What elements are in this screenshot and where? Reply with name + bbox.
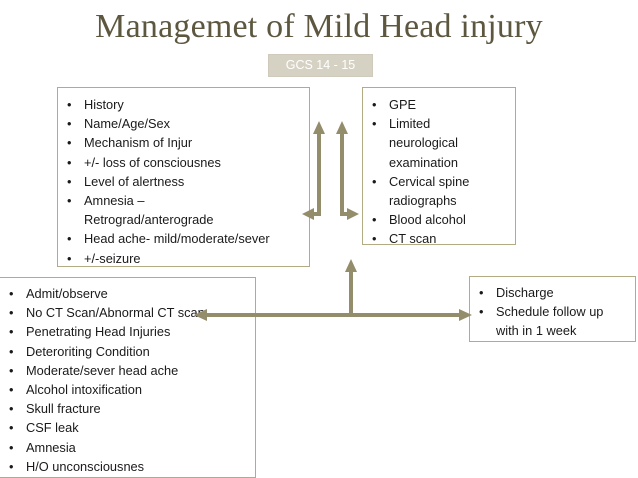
connector-decision-up-icon bbox=[345, 259, 357, 314]
bullet-icon: • bbox=[479, 304, 484, 320]
list-item: • +/- loss of consciousnes bbox=[58, 153, 307, 172]
list-item: • History bbox=[58, 95, 307, 114]
bullet-icon: • bbox=[67, 193, 72, 209]
list-item-label: Amnesia – bbox=[84, 193, 145, 209]
list-item-label: Blood alcohol bbox=[389, 212, 466, 228]
bullet-icon: • bbox=[67, 173, 72, 189]
list-item-label: Head ache- mild/moderate/sever bbox=[84, 231, 270, 247]
bullet-icon: • bbox=[67, 250, 72, 266]
history-list: • History • Name/Age/Sex • Mechanism of Inj… bbox=[58, 95, 307, 268]
list-item: • Admit/observe bbox=[0, 284, 253, 303]
list-item: • No CT Scan/Abnormal CT scan bbox=[0, 303, 253, 322]
list-item: • Limited bbox=[363, 114, 513, 133]
list-item-label: Limited bbox=[389, 116, 431, 132]
list-item-continuation: Retrograd/anterograde bbox=[84, 212, 214, 228]
list-item: • Schedule follow up bbox=[470, 302, 633, 321]
list-item: • Name/Age/Sex bbox=[58, 114, 307, 133]
list-item-label: Cervical spine bbox=[389, 173, 470, 189]
examination-box: • GPE • Limited neurological examination •… bbox=[362, 87, 516, 246]
bullet-icon: • bbox=[67, 135, 72, 151]
list-item: • CSF leak bbox=[0, 418, 253, 437]
connector-history-to-examination-right-icon bbox=[336, 121, 359, 220]
list-item-continuation: neurological bbox=[389, 135, 459, 151]
list-item-continuation: radiographs bbox=[389, 193, 457, 209]
history-box: • History • Name/Age/Sex • Mechanism of Inj… bbox=[57, 87, 310, 267]
bullet-icon: • bbox=[372, 116, 377, 132]
bullet-icon: • bbox=[67, 154, 72, 170]
list-item-label: Penetrating Head Injuries bbox=[26, 324, 171, 340]
page-title: Managemet of Mild Head injury bbox=[95, 8, 543, 45]
list-item-label: Skull fracture bbox=[26, 401, 101, 417]
list-item-label: GPE bbox=[389, 97, 417, 112]
gcs-banner: GCS 14 - 15 bbox=[268, 54, 373, 77]
list-item: • Skull fracture bbox=[0, 399, 253, 418]
list-item-label: Schedule follow up bbox=[496, 304, 604, 320]
bullet-icon: • bbox=[372, 231, 377, 247]
list-item: • Blood alcohol bbox=[363, 210, 513, 229]
list-item-label: +/-seizure bbox=[84, 250, 141, 266]
bullet-icon: • bbox=[9, 401, 14, 417]
list-item-label: No CT Scan/Abnormal CT scan bbox=[26, 305, 205, 321]
bullet-icon: • bbox=[372, 97, 377, 112]
list-item-label: Moderate/sever head ache bbox=[26, 362, 179, 378]
connector-admit-discharge-icon bbox=[194, 309, 472, 321]
bullet-icon: • bbox=[372, 212, 377, 228]
list-item-label: H/O unconsciousnes bbox=[26, 458, 145, 474]
list-item: • +/-seizure bbox=[58, 249, 307, 268]
list-item-continuation: with in 1 week bbox=[496, 323, 577, 339]
list-item: • GPE bbox=[363, 95, 513, 114]
admit-list: • Admit/observe • No CT Scan/Abnormal CT s… bbox=[0, 284, 253, 476]
admit-box: • Admit/observe • No CT Scan/Abnormal CT s… bbox=[0, 277, 256, 478]
bullet-icon: • bbox=[9, 458, 14, 474]
list-item: • Discharge bbox=[470, 283, 633, 302]
list-item: • Amnesia – bbox=[58, 191, 307, 210]
list-item-label: Admit/observe bbox=[26, 286, 108, 301]
bullet-icon: • bbox=[479, 285, 484, 300]
examination-list: • GPE • Limited neurological examination •… bbox=[363, 95, 513, 249]
list-item: • Head ache- mild/moderate/sever bbox=[58, 229, 307, 248]
list-item-label: Deteroriting Condition bbox=[26, 343, 150, 359]
list-item-label: Discharge bbox=[496, 285, 554, 300]
list-item: • H/O unconsciousnes bbox=[0, 457, 253, 476]
list-item-label: Name/Age/Sex bbox=[84, 116, 171, 132]
bullet-icon: • bbox=[9, 324, 14, 340]
connector-history-to-examination-left-icon bbox=[302, 121, 325, 220]
list-item-label: History bbox=[84, 97, 124, 112]
bullet-icon: • bbox=[9, 305, 14, 321]
bullet-icon: • bbox=[67, 231, 72, 247]
bullet-icon: • bbox=[9, 439, 14, 455]
list-item: • CT scan bbox=[363, 229, 513, 248]
bullet-icon: • bbox=[372, 173, 377, 189]
list-item-label: Level of alertness bbox=[84, 173, 185, 189]
bullet-icon: • bbox=[9, 382, 14, 398]
list-item: • Cervical spine bbox=[363, 172, 513, 191]
bullet-icon: • bbox=[67, 116, 72, 132]
list-item-label: Alcohol intoxification bbox=[26, 382, 142, 398]
bullet-icon: • bbox=[67, 97, 72, 112]
bullet-icon: • bbox=[9, 362, 14, 378]
list-item: • Penetrating Head Injuries bbox=[0, 322, 253, 341]
list-item-label: Amnesia bbox=[26, 439, 76, 455]
list-item: • Level of alertness bbox=[58, 172, 307, 191]
bullet-icon: • bbox=[9, 343, 14, 359]
list-item-label: Mechanism of Injur bbox=[84, 135, 193, 151]
list-item: • Alcohol intoxification bbox=[0, 380, 253, 399]
list-item: • Moderate/sever head ache bbox=[0, 361, 253, 380]
list-item-label: CSF leak bbox=[26, 420, 79, 436]
list-item-label: CT scan bbox=[389, 231, 437, 247]
bullet-icon: • bbox=[9, 420, 14, 436]
discharge-box: • Discharge • Schedule follow up with in 1… bbox=[469, 276, 636, 342]
list-item-continuation: examination bbox=[389, 154, 459, 170]
list-item: • Deteroriting Condition bbox=[0, 342, 253, 361]
list-item: • Mechanism of Injur bbox=[58, 133, 307, 152]
list-item: • Amnesia bbox=[0, 438, 253, 457]
discharge-list: • Discharge • Schedule follow up with in 1… bbox=[470, 283, 633, 341]
list-item-label: +/- loss of consciousnes bbox=[84, 154, 221, 170]
bullet-icon: • bbox=[9, 286, 14, 301]
